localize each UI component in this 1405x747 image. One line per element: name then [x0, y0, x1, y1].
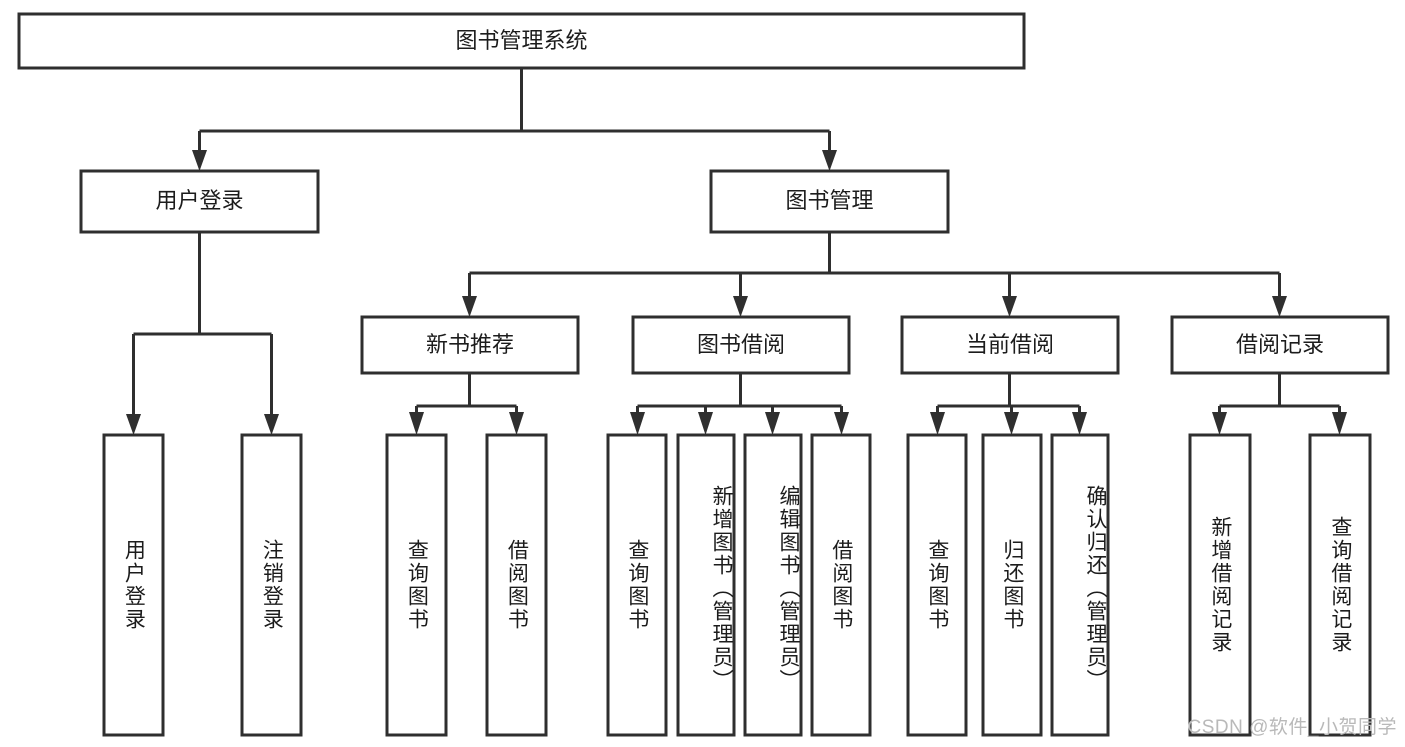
arrow-head-leaf-add-book	[698, 412, 713, 435]
arrow-head-leaf-borrow-book-2	[834, 412, 849, 435]
node-book-management[interactable]: 图书管理	[709, 169, 950, 234]
arrow-head-leaf-add-record	[1212, 412, 1227, 435]
node-borrow-record[interactable]: 借阅记录	[1170, 315, 1390, 375]
node-borrow-record-box[interactable]	[1170, 315, 1390, 375]
leaf-box-borrow-book-new[interactable]	[485, 433, 548, 737]
leaf-box-query-borrow-record[interactable]	[1308, 433, 1372, 737]
node-user-login-box[interactable]	[79, 169, 320, 234]
node-root-label: 图书管理系统	[455, 28, 587, 53]
arrow-head-leaf-return-book	[1004, 412, 1019, 435]
arrow-head-book-mgmt	[822, 150, 837, 171]
node-current-borrow[interactable]: 当前借阅	[900, 315, 1120, 375]
arrow-head-current-borrow	[1002, 296, 1017, 317]
node-book-borrow[interactable]: 图书借阅	[631, 315, 851, 375]
node-user-login-label: 用户登录	[155, 188, 243, 213]
node-book-borrow-label: 图书借阅	[697, 332, 785, 357]
node-current-borrow-label: 当前借阅	[966, 332, 1054, 357]
leaf-box-edit-book-admin[interactable]	[743, 433, 803, 737]
arrow-head-new-book	[462, 296, 477, 317]
arrow-head-leaf-query-record	[1332, 412, 1347, 435]
leaf-box-query-book-new[interactable]	[385, 433, 448, 737]
node-current-borrow-box[interactable]	[900, 315, 1120, 375]
node-book-management-box[interactable]	[709, 169, 950, 234]
arrow-head-book-borrow	[733, 296, 748, 317]
arrow-head-leaf-borrow-book-1	[509, 412, 524, 435]
arrow-head-leaf-edit-book	[765, 412, 780, 435]
leaf-box-group	[102, 433, 1372, 737]
node-new-book-recommend[interactable]: 新书推荐	[360, 315, 580, 375]
leaf-box-user-login[interactable]	[102, 433, 165, 737]
arrow-head-leaf-confirm-return	[1072, 412, 1087, 435]
arrow-head-leaf-logout	[264, 414, 279, 435]
leaf-box-add-borrow-record[interactable]	[1188, 433, 1252, 737]
arrow-head-leaf-query-book-1	[409, 412, 424, 435]
leaf-box-borrow-book[interactable]	[810, 433, 872, 737]
leaf-box-return-book[interactable]	[981, 433, 1043, 737]
arrow-head-borrow-record	[1272, 296, 1287, 317]
arrow-head-user-login	[192, 150, 207, 171]
node-root-box[interactable]	[17, 12, 1026, 70]
node-book-management-label: 图书管理	[785, 188, 873, 213]
node-root[interactable]: 图书管理系统	[17, 12, 1026, 70]
node-book-borrow-box[interactable]	[631, 315, 851, 375]
node-new-book-recommend-box[interactable]	[360, 315, 580, 375]
arrow-head-leaf-query-book-2	[630, 412, 645, 435]
node-new-book-recommend-label: 新书推荐	[426, 332, 514, 357]
leaf-box-query-book-borrow[interactable]	[606, 433, 668, 737]
leaf-box-logout[interactable]	[240, 433, 303, 737]
arrow-head-leaf-user-login	[126, 414, 141, 435]
node-borrow-record-label: 借阅记录	[1236, 332, 1324, 357]
leaf-box-confirm-return-admin[interactable]	[1050, 433, 1110, 737]
leaf-box-add-book-admin[interactable]	[676, 433, 736, 737]
leaf-box-query-book-current[interactable]	[906, 433, 968, 737]
arrow-head-leaf-query-book-3	[930, 412, 945, 435]
connector-group	[126, 68, 1347, 435]
node-user-login[interactable]: 用户登录	[79, 169, 320, 234]
